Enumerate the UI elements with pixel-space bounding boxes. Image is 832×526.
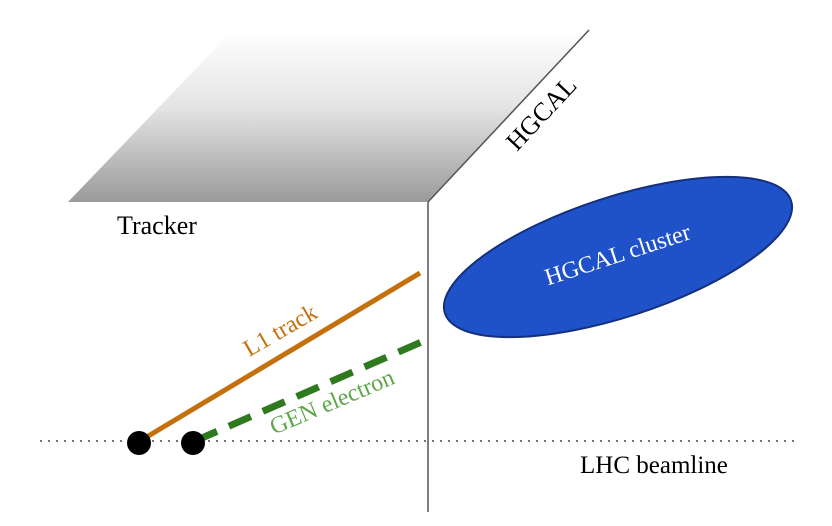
hgcal-cluster-ellipse: [442, 175, 794, 339]
l1-track-line: [138, 270, 422, 444]
gen-electron-line: [193, 336, 428, 445]
gen-electron-label: GEN electron: [266, 365, 398, 441]
hgcal-edge: [427, 29, 590, 203]
l1-track-label: L1 track: [239, 300, 322, 363]
gen-vertex: [181, 431, 205, 455]
l1-vertex: [127, 431, 151, 455]
tracker-volume: [68, 30, 589, 202]
tracker-label: Tracker: [117, 211, 197, 240]
beamline-label: LHC beamline: [580, 452, 728, 479]
